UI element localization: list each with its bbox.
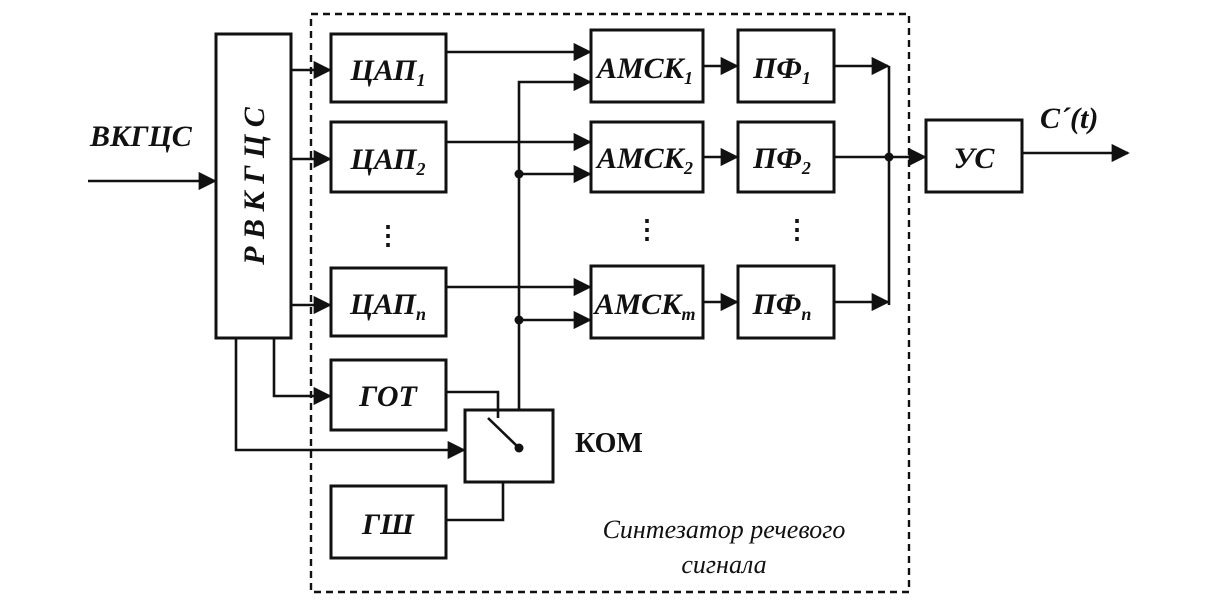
switch-contact xyxy=(487,417,520,449)
pf-block-n: ПФn xyxy=(736,264,836,340)
got-block xyxy=(329,358,448,432)
svg-text:АМСК2: АМСК2 xyxy=(595,142,693,178)
input-label: ВКГЦС xyxy=(89,120,193,153)
pf-1-label: ПФ xyxy=(752,52,802,85)
dac-1-label: ЦАП xyxy=(350,54,419,87)
dac-n-sub: n xyxy=(416,304,426,324)
amsk-m-label: АМСК xyxy=(592,288,683,321)
amsk-1-sub: 1 xyxy=(684,68,693,88)
rvkgcs-block xyxy=(214,32,293,340)
svg-text:ЦАП2: ЦАП2 xyxy=(350,143,426,179)
amsk-2-sub: 2 xyxy=(683,158,693,178)
amsk-block-2: АМСК2 xyxy=(589,120,705,194)
svg-text:ПФ1: ПФ1 xyxy=(752,52,811,88)
dac-block-n: ЦАПn xyxy=(329,266,448,338)
pf-block-1: ПФ1 xyxy=(736,28,836,104)
synth-caption-line1: Синтезатор речевого xyxy=(603,515,846,544)
line-got-kom xyxy=(446,390,500,418)
pf-1-sub: 1 xyxy=(802,68,811,88)
svg-text:ЦАПn: ЦАПn xyxy=(349,288,426,324)
output-label: C´(t) xyxy=(1040,102,1098,135)
pf-n-sub: n xyxy=(801,304,811,324)
dac-2-sub: 2 xyxy=(415,159,425,179)
us-block xyxy=(924,118,1024,194)
arrow-rvkgcs-got xyxy=(272,338,332,406)
amsk-2-label: АМСК xyxy=(595,142,686,175)
dac-1-sub: 1 xyxy=(416,70,425,90)
dac-ellipsis: ⋮ xyxy=(375,221,401,250)
us-label: УС xyxy=(954,142,996,175)
excitation-bus-to-amsk1 xyxy=(517,72,592,448)
svg-text:ПФ2: ПФ2 xyxy=(752,142,811,178)
dac-n-label: ЦАП xyxy=(349,288,418,321)
junction-dot xyxy=(514,169,524,179)
pf-block-2: ПФ2 xyxy=(736,120,836,194)
rvkgcs-label: Р В К Г Ц С xyxy=(238,106,271,266)
junction-dot xyxy=(514,315,524,325)
svg-text:ПФn: ПФn xyxy=(752,288,812,324)
got-label: ГОТ xyxy=(358,380,418,413)
svg-text:АМСК1: АМСК1 xyxy=(595,52,693,88)
pf-2-sub: 2 xyxy=(801,158,811,178)
dac-block-2: ЦАП2 xyxy=(329,120,448,194)
pf-ellipsis: ⋮ xyxy=(784,215,810,244)
svg-text:АМСКm: АМСКm xyxy=(592,288,695,324)
gsh-label: ГШ xyxy=(361,508,415,541)
pf-2-label: ПФ xyxy=(752,142,802,175)
amsk-1-label: АМСК xyxy=(595,52,686,85)
line-gsh-kom xyxy=(446,482,505,522)
gsh-block xyxy=(329,484,448,560)
amsk-m-sub: m xyxy=(682,304,696,324)
dac-2-label: ЦАП xyxy=(350,143,419,176)
amsk-block-1: АМСК1 xyxy=(589,28,705,104)
switch-pivot xyxy=(514,443,524,453)
synth-caption-line2: сигнала xyxy=(681,550,766,579)
amsk-ellipsis: ⋮ xyxy=(634,215,660,244)
kom-label: КОМ xyxy=(575,428,643,459)
dac-block-1: ЦАП1 xyxy=(329,32,448,104)
kom-switch-block xyxy=(463,408,555,484)
amsk-block-m: АМСКm xyxy=(589,264,705,340)
arrow-rvkgcs-kom xyxy=(234,338,466,460)
pf-n-label: ПФ xyxy=(752,288,802,321)
svg-text:ЦАП1: ЦАП1 xyxy=(350,54,426,90)
